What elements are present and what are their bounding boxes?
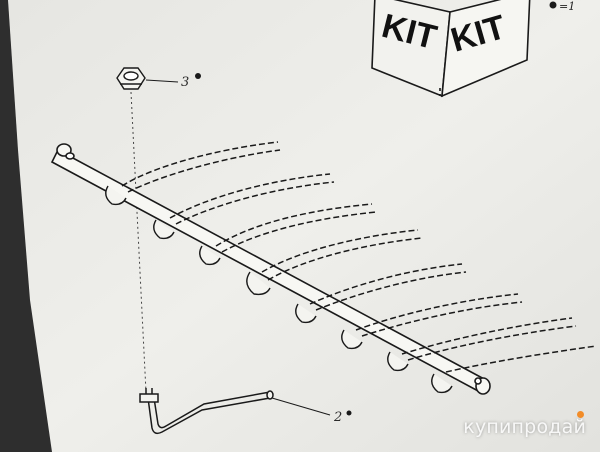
callout-3-dot	[195, 73, 201, 79]
paper-sheet	[8, 0, 600, 452]
legend-dot	[549, 1, 557, 9]
watermark: купипродай	[463, 411, 586, 438]
rail-bosses	[105, 185, 453, 394]
watermark-dot-icon	[577, 411, 584, 418]
watermark-text: купипродай	[463, 416, 586, 438]
legend: =1	[549, 0, 575, 13]
callout-number-3: 3	[181, 75, 189, 90]
callout-leader-2	[271, 397, 331, 416]
return-pipe	[139, 388, 274, 435]
legend-text: =1	[559, 0, 575, 13]
alignment-guide	[130, 91, 147, 393]
callout-leader-3	[145, 79, 179, 83]
fuel-rail	[50, 143, 491, 395]
callout-2-dot	[346, 410, 352, 416]
nut-icon	[116, 67, 146, 90]
kit-box: KIT KIT	[371, 0, 531, 98]
callout-number-2: 2	[333, 410, 342, 425]
injector-pipes	[121, 141, 597, 373]
